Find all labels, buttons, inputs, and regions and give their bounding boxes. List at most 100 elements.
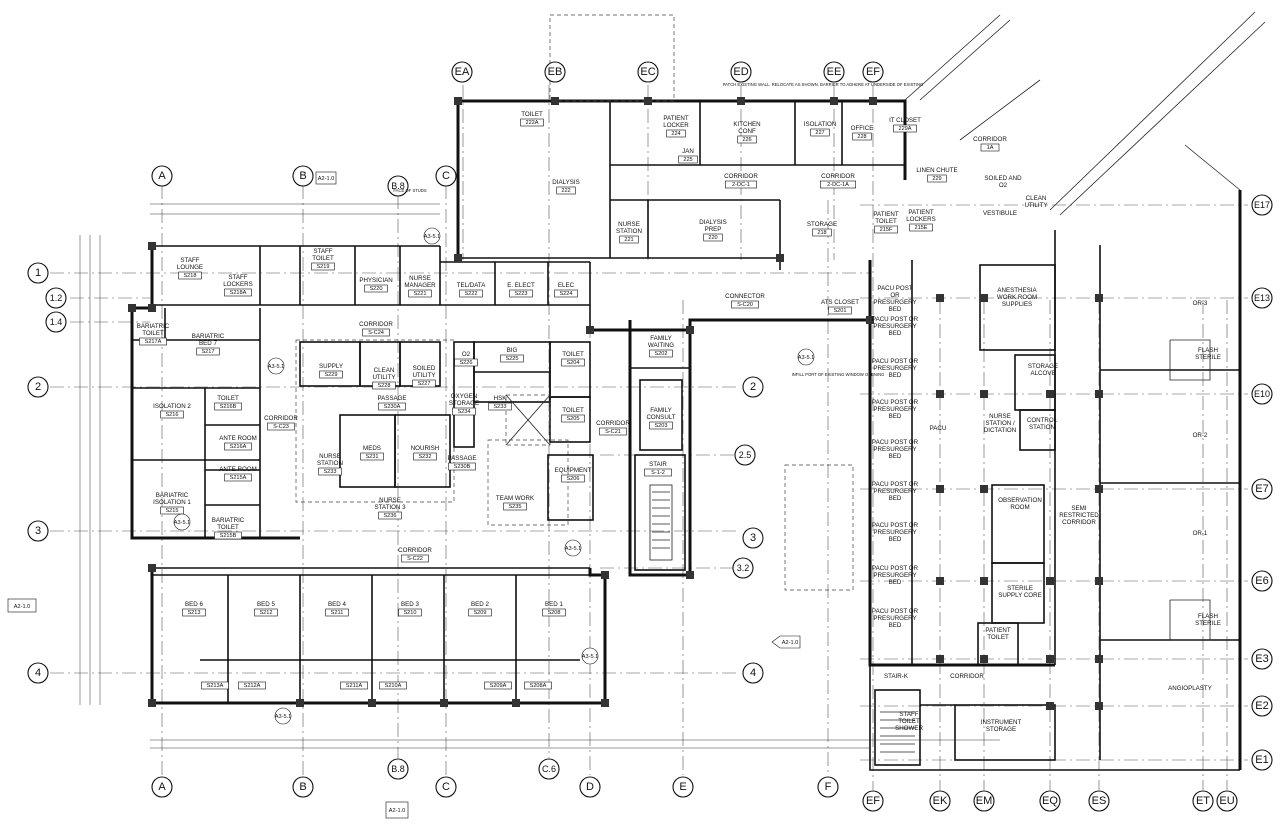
svg-text:NURSE: NURSE bbox=[319, 453, 341, 460]
svg-text:DICTATION: DICTATION bbox=[984, 427, 1016, 434]
svg-text:INFILL PORT OF EXISTING WINDOW: INFILL PORT OF EXISTING WINDOW OPENING bbox=[792, 372, 885, 377]
section-tag-left: A2-1.0 bbox=[7, 598, 37, 613]
svg-text:S209: S209 bbox=[473, 610, 486, 616]
svg-text:4: 4 bbox=[35, 667, 41, 679]
svg-text:TOILET: TOILET bbox=[312, 255, 334, 262]
svg-text:WORK ROOM: WORK ROOM bbox=[997, 294, 1037, 301]
grid-bubble-right_rows-2: E10 bbox=[1251, 383, 1273, 405]
grid-bubble-left_rows-5: 4 bbox=[27, 662, 49, 684]
svg-text:2: 2 bbox=[750, 381, 756, 393]
column-26 bbox=[936, 577, 944, 585]
column-2 bbox=[128, 304, 136, 312]
grid-bubble-right_rows-0: E17 bbox=[1251, 194, 1273, 216]
stair-k bbox=[880, 711, 915, 753]
svg-text:PRESURGERY: PRESURGERY bbox=[873, 406, 916, 413]
svg-text:LOCKER: LOCKER bbox=[663, 122, 689, 129]
svg-text:S209A: S209A bbox=[490, 683, 507, 689]
svg-text:TOILET: TOILET bbox=[521, 111, 543, 118]
svg-text:RESTRICTED: RESTRICTED bbox=[1059, 512, 1099, 519]
svg-text:SUPPLY: SUPPLY bbox=[319, 363, 343, 370]
column-22 bbox=[776, 254, 784, 262]
svg-text:CORRIDOR: CORRIDOR bbox=[1062, 519, 1096, 526]
svg-text:SOILED AND: SOILED AND bbox=[984, 175, 1022, 182]
svg-text:229A: 229A bbox=[898, 126, 911, 132]
svg-text:S215: S215 bbox=[165, 508, 178, 514]
svg-text:NURSE: NURSE bbox=[409, 275, 431, 282]
svg-text:E7: E7 bbox=[1255, 483, 1268, 495]
svg-text:S222: S222 bbox=[464, 291, 477, 297]
svg-text:A3-5.1: A3-5.1 bbox=[275, 714, 291, 720]
svg-text:ED: ED bbox=[733, 66, 748, 78]
svg-text:PRESURGERY: PRESURGERY bbox=[873, 299, 916, 306]
svg-text:LINEN CHUTE: LINEN CHUTE bbox=[916, 167, 957, 174]
svg-text:CLEAN: CLEAN bbox=[1026, 195, 1047, 202]
svg-text:BED 7: BED 7 bbox=[199, 340, 217, 347]
grid-bubble-right_rows-4: E6 bbox=[1251, 570, 1273, 592]
svg-text:TOILET: TOILET bbox=[562, 407, 584, 414]
svg-text:S211A: S211A bbox=[346, 683, 363, 689]
svg-text:OFFICE: OFFICE bbox=[851, 125, 874, 132]
svg-text:PRESURGERY: PRESURGERY bbox=[873, 323, 916, 330]
svg-text:HSK: HSK bbox=[494, 395, 508, 402]
column-37 bbox=[1095, 655, 1103, 663]
room-71: S210A bbox=[379, 681, 407, 690]
svg-text:CORRIDOR: CORRIDOR bbox=[973, 136, 1007, 143]
grid-bubble-bottom-1: B bbox=[292, 776, 314, 798]
grid-bubble-upper_cols-3: C bbox=[435, 165, 457, 187]
svg-text:OR-2: OR-2 bbox=[1193, 432, 1208, 439]
svg-text:STAFF: STAFF bbox=[180, 257, 199, 264]
column-15 bbox=[454, 97, 462, 105]
svg-text:ANGIOPLASTY: ANGIOPLASTY bbox=[1168, 685, 1212, 692]
svg-text:STATION: STATION bbox=[616, 228, 642, 235]
svg-text:215F: 215F bbox=[880, 227, 893, 233]
svg-text:F: F bbox=[825, 781, 832, 793]
grid-bubble-left_rows-0: 1 bbox=[27, 262, 49, 284]
svg-text:SUPPLY CORE: SUPPLY CORE bbox=[998, 592, 1041, 599]
svg-text:OR-3: OR-3 bbox=[1193, 300, 1208, 307]
drawing-notes: PATCH EXISTING WALL. RELOCATE AS SHOWN. … bbox=[393, 82, 923, 377]
room-19: VESTIBULE bbox=[983, 210, 1017, 217]
svg-text:220: 220 bbox=[708, 235, 717, 241]
svg-text:TOILET: TOILET bbox=[217, 524, 239, 531]
svg-text:EQ: EQ bbox=[1042, 795, 1058, 807]
svg-text:2: 2 bbox=[35, 381, 41, 393]
column-3 bbox=[148, 564, 156, 572]
grid-bubble-bottom-13: ET bbox=[1192, 790, 1214, 812]
svg-text:TOILET: TOILET bbox=[142, 330, 164, 337]
svg-text:VESTIBULE: VESTIBULE bbox=[983, 210, 1017, 217]
room-88: OR-3 bbox=[1193, 300, 1208, 307]
svg-text:ANTE ROOM: ANTE ROOM bbox=[219, 435, 256, 442]
svg-text:2-DC-1A: 2-DC-1A bbox=[827, 182, 849, 188]
room-91: ANGIOPLASTY bbox=[1168, 685, 1212, 692]
svg-text:A: A bbox=[158, 781, 166, 793]
room-72: S209A bbox=[484, 681, 512, 690]
grid-bubble-mid_rows-3: 3.2 bbox=[732, 557, 754, 579]
grid-bubble-bottom-6: E bbox=[672, 776, 694, 798]
svg-text:UTILITY: UTILITY bbox=[1024, 202, 1047, 209]
grid-bubble-top-3: ED bbox=[730, 61, 752, 83]
column-4 bbox=[148, 699, 156, 707]
dimension-strings bbox=[79, 203, 1000, 749]
grid-bubble-right_rows-3: E7 bbox=[1251, 478, 1273, 500]
svg-text:A2-1.0: A2-1.0 bbox=[782, 640, 798, 646]
svg-text:JAN: JAN bbox=[682, 148, 694, 155]
svg-text:ISOLATION 1: ISOLATION 1 bbox=[153, 499, 191, 506]
